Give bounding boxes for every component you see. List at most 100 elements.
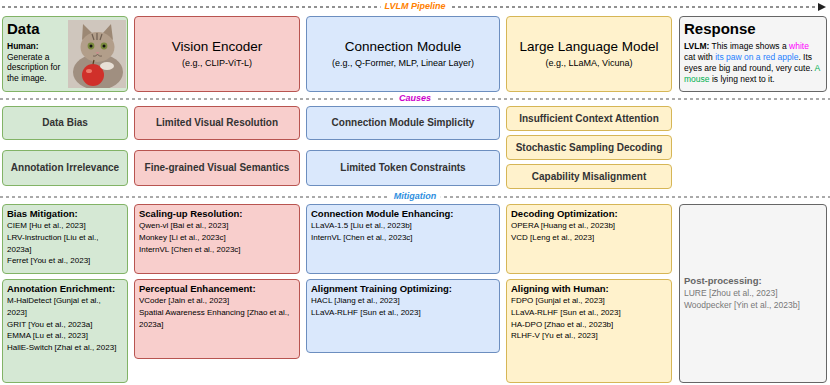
post-processing-box: Post-processing:LURE [Zhou et al., 2023]… (679, 204, 827, 383)
apple-highlight (86, 69, 92, 73)
box-content: Limited Visual Resolution (139, 117, 295, 129)
citation: HA-DPO [Zhao et al., 2023b] (511, 319, 667, 331)
cause-box: Limited Visual Resolution (134, 106, 300, 140)
citation: Monkey [Li et al., 2023c] (139, 232, 295, 244)
cause-box: Data Bias (2, 106, 128, 140)
box-heading: Large Language Model (520, 39, 659, 55)
cause-label: Limited Token Constraints (311, 162, 495, 174)
response-phrase: cat with (684, 52, 713, 62)
cat-photo (68, 20, 126, 88)
cause-label: Connection Module Simplicity (311, 117, 495, 129)
cat-nose (96, 52, 100, 55)
cause-label: Insufficient Context Attention (511, 113, 667, 125)
box-content: Connection Module (e.g., Q-Former, MLP, L… (311, 39, 495, 69)
example-note: (e.g., LLaMA, Vicuna) (546, 58, 633, 69)
box-content: Perceptual Enhancement:VCoder [Jain et a… (139, 283, 295, 330)
box-heading: Response (684, 20, 822, 38)
response-phrase: is lying next to it. (712, 74, 775, 84)
cause-box: Annotation Irrelevance (2, 150, 128, 186)
cause-box: Insufficient Context Attention (506, 106, 672, 131)
box-content: Bias Mitigation:CIEM [Hu et al., 2023]LR… (7, 208, 123, 267)
cause-box: Stochastic Sampling Decoding (506, 135, 672, 160)
response-phrase: This image shows a (712, 41, 787, 51)
cause-box: Limited Token Constraints (306, 150, 500, 186)
method-heading: Perceptual Enhancement: (139, 283, 295, 295)
cat-mouth (93, 55, 102, 57)
pipeline-box: Large Language Model (e.g., LLaMA, Vicuna… (506, 16, 672, 92)
box-content: Vision Encoder (e.g., CLIP-ViT-L) (139, 39, 295, 69)
box-content: Aligning with Human:FDPO [Gunjal et al.,… (511, 283, 667, 342)
response-box: ResponseLVLM: This image shows a white c… (679, 16, 827, 92)
box-content: Post-processing:LURE [Zhou et al., 2023]… (684, 275, 822, 311)
cat-paw (100, 62, 114, 70)
cause-label: Data Bias (7, 117, 123, 129)
response-text: LVLM: This image shows a white cat with … (684, 41, 822, 85)
method-heading: Scaling-up Resolution: (139, 208, 295, 220)
method-heading: Connection Module Enhancing: (311, 208, 495, 220)
box-content: Scaling-up Resolution:Qwen-vl [Bai et al… (139, 208, 295, 255)
cat-pupil (90, 45, 93, 48)
box-content: Large Language Model (e.g., LLaMA, Vicuna… (511, 39, 667, 69)
pipeline-arrow-head (818, 3, 826, 11)
citation: GRIT [You et al., 2023a] (7, 319, 123, 331)
cause-label: Annotation Irrelevance (7, 162, 123, 174)
citation: Ferret [You et al., 2023] (7, 255, 123, 267)
citation: VCoder [Jain et al., 2023] (139, 295, 295, 307)
method-heading: Aligning with Human: (511, 283, 667, 295)
mitigation-box: Alignment Training Optimizing:HACL [Jian… (306, 279, 500, 353)
cause-box: Fine-grained Visual Semantics (134, 150, 300, 186)
mitigation-box: Connection Module Enhancing:LLaVA-1.5 [L… (306, 204, 500, 274)
cat-head (81, 32, 115, 62)
citation: LRV-Instruction [Liu et al., 2023a] (7, 232, 123, 255)
method-heading: Decoding Optimization: (511, 208, 667, 220)
box-content: Connection Module Simplicity (311, 117, 495, 129)
cat-pupil (103, 45, 106, 48)
box-content: Stochastic Sampling Decoding (511, 142, 667, 154)
pipeline-box: Connection Module (e.g., Q-Former, MLP, L… (306, 16, 500, 92)
box-heading: Data (7, 20, 123, 38)
citation: FDPO [Gunjal et al., 2023] (511, 295, 667, 307)
method-heading: Annotation Enrichment: (7, 283, 123, 295)
citation: RLHF-V [Yu et al., 2023] (511, 330, 667, 342)
citation: M-HalDetect [Gunjal et al., 2023] (7, 295, 123, 318)
citation: Qwen-vl [Bai et al., 2023] (139, 220, 295, 232)
highlighted-phrase: its paw on a red apple (715, 52, 798, 62)
citation: VCD [Leng et al., 2023] (511, 232, 667, 244)
speaker-tag: Human: (7, 41, 67, 52)
box-content: Data Bias (7, 117, 123, 129)
citation: InternVL [Chen et al., 2023c] (139, 244, 295, 256)
box-content: Fine-grained Visual Semantics (139, 162, 295, 174)
box-content: Annotation Irrelevance (7, 162, 123, 174)
box-content: Alignment Training Optimizing:HACL [Jian… (311, 283, 495, 319)
cause-box: Capability Misalignment (506, 164, 672, 189)
apple-stem (93, 60, 94, 64)
mitigation-box: Decoding Optimization:OPERA [Huang et al… (506, 204, 672, 274)
citation: Spatial Awareness Enhancing [Zhao et al.… (139, 307, 295, 330)
citation: OPERA [Huang et al., 2023b] (511, 220, 667, 232)
citation: Woodpecker [Yin et al., 2023b] (684, 300, 822, 312)
method-heading: Bias Mitigation: (7, 208, 123, 220)
cause-label: Limited Visual Resolution (139, 117, 295, 129)
mitigation-box: Annotation Enrichment:M-HalDetect [Gunja… (2, 279, 128, 383)
cat-eye (101, 43, 108, 50)
box-heading: Vision Encoder (172, 39, 263, 55)
prompt-line: Generate a description for the image. (7, 52, 67, 84)
box-content: Decoding Optimization:OPERA [Huang et al… (511, 208, 667, 244)
mitigation-box: Bias Mitigation:CIEM [Hu et al., 2023]LR… (2, 204, 128, 274)
box-content: Annotation Enrichment:M-HalDetect [Gunja… (7, 283, 123, 353)
box-heading: Connection Module (345, 39, 461, 55)
citation: CIEM [Hu et al., 2023] (7, 220, 123, 232)
section-label: Mitigation (390, 192, 441, 202)
citation: LLaVA-RLHF [Sun et al., 2023] (311, 307, 495, 319)
section-label: LVLM Pipeline (380, 2, 449, 12)
mitigation-box: Aligning with Human:FDPO [Gunjal et al.,… (506, 279, 672, 383)
example-note: (e.g., Q-Former, MLP, Linear Layer) (332, 58, 474, 69)
pipeline-box: Vision Encoder (e.g., CLIP-ViT-L) (134, 16, 300, 92)
mitigation-box: Perceptual Enhancement:VCoder [Jain et a… (134, 279, 300, 359)
cat-stripes (92, 33, 102, 40)
method-heading: Post-processing: (684, 275, 822, 287)
example-note: (e.g., CLIP-ViT-L) (182, 58, 252, 69)
cause-label: Stochastic Sampling Decoding (511, 142, 667, 154)
citation: InternVL [Chen et al., 2023c] (311, 232, 495, 244)
cause-label: Capability Misalignment (511, 171, 667, 183)
